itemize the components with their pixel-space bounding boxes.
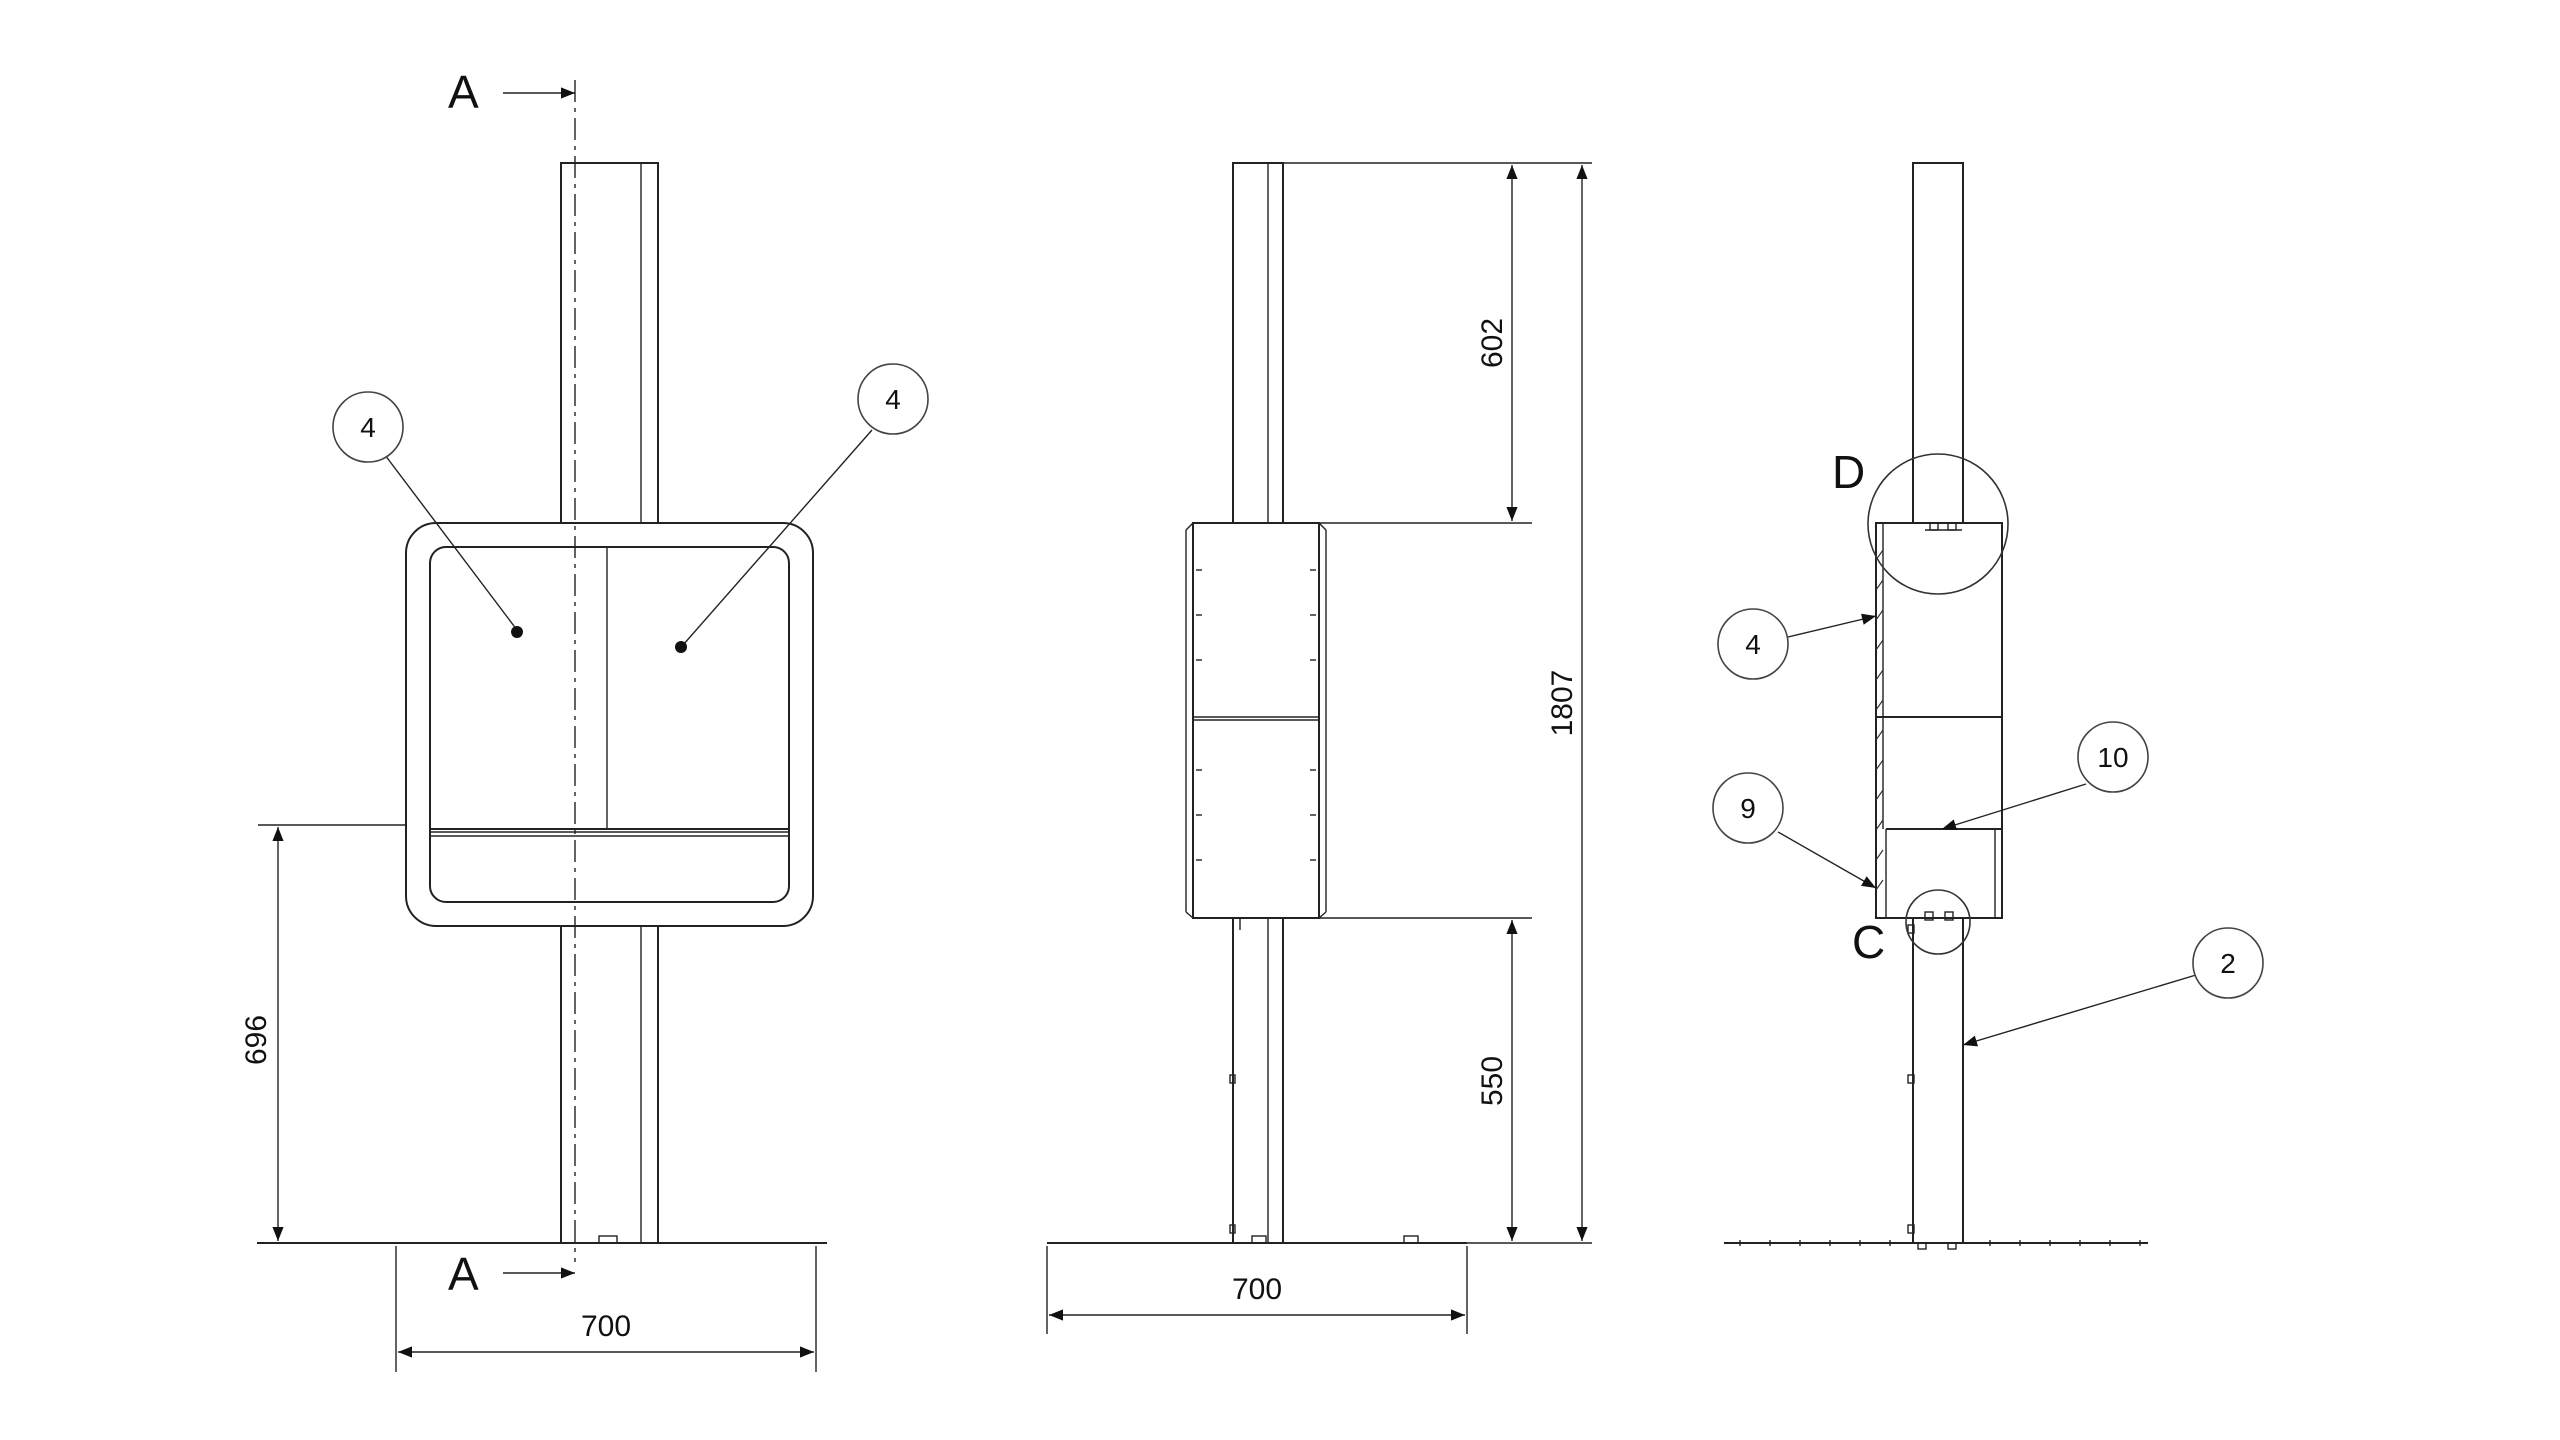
- section-view: D C 4 9 10 2: [1712, 162, 2264, 1250]
- dim-602-label: 602: [1476, 318, 1509, 368]
- callout-label: 4: [885, 384, 901, 415]
- detail-circle-C: [1905, 889, 1971, 955]
- side-width-dim-label: 700: [1232, 1273, 1282, 1306]
- front-view: A A 696 700 4 4: [240, 66, 929, 1372]
- height-dim-label: 696: [240, 1015, 273, 1065]
- callout-label: 2: [2220, 948, 2236, 979]
- front-firebox-inner: [429, 546, 790, 903]
- section-firebox: [1875, 522, 2003, 919]
- side-view: 602 550 1807 700: [1046, 162, 1592, 1334]
- callout-bubble: 10: [2077, 721, 2149, 793]
- detail-label-C: C: [1852, 916, 1885, 968]
- callout-bubble: 2: [2192, 927, 2264, 999]
- callout-bubble: 9: [1712, 772, 1784, 844]
- callout-label: 4: [360, 412, 376, 443]
- callout-bubble: 4: [1717, 608, 1789, 680]
- section-column-upper: [1912, 162, 1964, 524]
- dim-1807-label: 1807: [1546, 670, 1579, 737]
- callout-label: 4: [1745, 629, 1761, 660]
- callout-bubble: 4: [332, 391, 404, 463]
- detail-circle-D: [1867, 453, 2009, 595]
- section-label-top: A: [448, 66, 479, 118]
- front-width-dim-label: 700: [581, 1310, 631, 1343]
- detail-label-D: D: [1832, 446, 1865, 498]
- side-column-upper: [1232, 162, 1284, 524]
- callout-label: 9: [1740, 793, 1756, 824]
- dim-550-label: 550: [1476, 1056, 1509, 1106]
- side-column-lower: [1232, 917, 1284, 1244]
- callout-bubble: 4: [857, 363, 929, 435]
- section-label-bottom: A: [448, 1248, 479, 1300]
- callout-label: 10: [2097, 742, 2128, 773]
- front-firebox-outer: [405, 522, 814, 927]
- section-column-lower: [1912, 917, 1964, 1244]
